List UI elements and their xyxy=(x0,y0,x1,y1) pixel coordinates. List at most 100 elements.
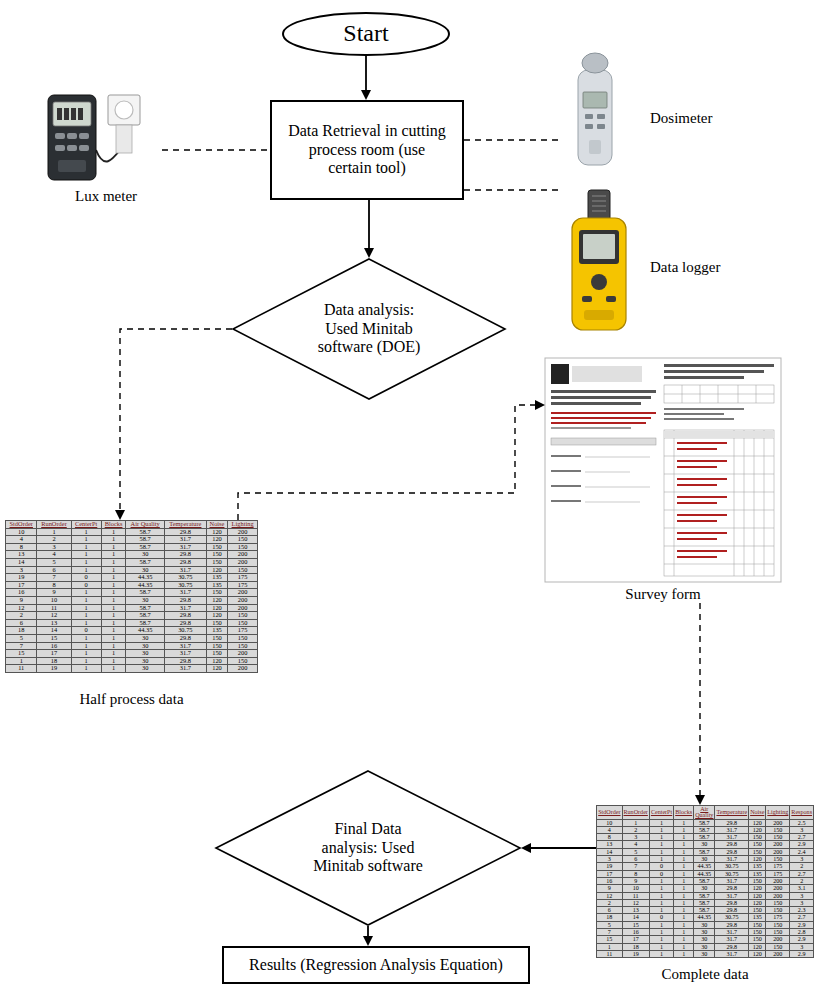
text-area: Data analysis: Used Minitab software (DO… xyxy=(232,258,506,400)
table-row: 1011158.729.8120200 xyxy=(6,528,258,536)
table-cell: 58.7 xyxy=(694,877,715,884)
table-cell: 29.8 xyxy=(164,619,206,627)
table-cell: 58.7 xyxy=(126,619,164,627)
table-cell: 12 xyxy=(622,899,649,906)
table-cell: 4 xyxy=(622,841,649,848)
table-cell: 150 xyxy=(749,841,766,848)
table-cell: 31.7 xyxy=(715,877,749,884)
table-cell: 1 xyxy=(674,848,694,855)
table-cell: 3 xyxy=(790,826,814,833)
column-header: Blocks xyxy=(674,806,694,820)
table-cell: 150 xyxy=(766,921,790,928)
table-cell: 1 xyxy=(71,543,101,551)
table-cell: 1 xyxy=(674,819,694,826)
column-header: Air Quality xyxy=(694,806,715,820)
table-cell: 11 xyxy=(622,892,649,899)
table-cell: 1 xyxy=(71,536,101,544)
table-cell: 1 xyxy=(71,650,101,658)
table-cell: 1 xyxy=(674,929,694,936)
table-cell: 1 xyxy=(674,936,694,943)
table-cell: 0 xyxy=(71,581,101,589)
table-cell: 58.7 xyxy=(694,899,715,906)
figure-caption: Lux meter xyxy=(75,188,137,205)
table-cell: 7 xyxy=(37,574,71,582)
table-cell: 9 xyxy=(6,596,37,604)
table-cell: 58.7 xyxy=(126,543,164,551)
table-cell: 12 xyxy=(6,604,37,612)
table-cell: 29.8 xyxy=(164,634,206,642)
table-cell: 200 xyxy=(228,596,258,604)
table-cell: 29.8 xyxy=(715,885,749,892)
table-cell: 18 xyxy=(597,914,622,921)
table-cell: 8 xyxy=(622,870,649,877)
table-cell: 31.7 xyxy=(164,604,206,612)
table-cell: 1 xyxy=(674,826,694,833)
table-cell: 9 xyxy=(37,589,71,597)
table-cell: 29.8 xyxy=(715,943,749,950)
table-cell: 175 xyxy=(766,863,790,870)
instrument-figure: Dosimeter xyxy=(558,50,758,170)
table-cell: 150 xyxy=(228,634,258,642)
table-row: 421158.731.7120150 xyxy=(6,536,258,544)
table-cell: 150 xyxy=(766,929,790,936)
table-cell: 1 xyxy=(674,914,694,921)
table-row: 515113029.8150150 xyxy=(6,634,258,642)
figure-caption: Survey form xyxy=(545,586,781,603)
table-cell: 175 xyxy=(228,574,258,582)
table-cell: 30 xyxy=(694,885,715,892)
table-cell: 8 xyxy=(597,834,622,841)
table-cell: 29.8 xyxy=(164,612,206,620)
table-cell: 0 xyxy=(649,863,673,870)
result-box: Results (Regression Analysis Equation) xyxy=(222,946,530,984)
text-block: Data analysis: Used Minitab software (DO… xyxy=(308,301,430,356)
table-cell: 1 xyxy=(101,627,126,635)
connector-line xyxy=(120,329,232,512)
connector-line xyxy=(368,200,370,250)
table-cell: 200 xyxy=(766,841,790,848)
table-cell: 29.8 xyxy=(164,528,206,536)
table-cell: 2 xyxy=(790,863,814,870)
table-cell: 31.7 xyxy=(164,566,206,574)
table-row: StdOrderRunOrderCenterPtBlocksAir Qualit… xyxy=(6,521,258,529)
table-cell: 150 xyxy=(749,921,766,928)
table-cell: 19 xyxy=(6,574,37,582)
table-row: 1119113031.7120200 xyxy=(6,665,258,673)
table-cell: 3 xyxy=(6,566,37,574)
arrow-head xyxy=(535,400,545,410)
table-cell: 2.7 xyxy=(790,914,814,921)
table-cell: 10 xyxy=(622,885,649,892)
table-cell: 30 xyxy=(694,856,715,863)
start-terminator: Start xyxy=(282,12,450,56)
table-row: 515113029.81501502.9 xyxy=(597,921,814,928)
column-header: Respons xyxy=(790,806,814,820)
table-cell: 1 xyxy=(101,528,126,536)
table-cell: 15 xyxy=(622,921,649,928)
table-cell: 29.8 xyxy=(164,558,206,566)
table-cell: 30 xyxy=(126,642,164,650)
table-cell: 120 xyxy=(206,665,227,673)
table-cell: 44.35 xyxy=(694,914,715,921)
table-cell: 150 xyxy=(749,929,766,936)
table-row: 12111158.731.7120200 xyxy=(6,604,258,612)
table-row: 716113031.71501502.8 xyxy=(597,929,814,936)
table-cell: 1 xyxy=(71,642,101,650)
table-cell: 5 xyxy=(597,921,622,928)
table-cell: 1 xyxy=(674,943,694,950)
table-cell: 175 xyxy=(766,914,790,921)
table-cell: 9 xyxy=(597,885,622,892)
table-cell: 1 xyxy=(674,841,694,848)
table-cell: 30 xyxy=(126,650,164,658)
table-cell: 3 xyxy=(37,543,71,551)
table-cell: 29.8 xyxy=(715,848,749,855)
table-row: StdOrderRunOrderCenterPtBlocksAir Qualit… xyxy=(597,806,814,820)
table-cell: 58.7 xyxy=(126,612,164,620)
table-cell: 31.7 xyxy=(715,950,749,957)
table-cell: 10 xyxy=(37,596,71,604)
table-cell: 1 xyxy=(101,581,126,589)
table-cell: 1 xyxy=(649,943,673,950)
table-cell: 1 xyxy=(101,642,126,650)
table-cell: 58.7 xyxy=(694,819,715,826)
table-cell: 4 xyxy=(597,826,622,833)
table-cell: 31.7 xyxy=(164,536,206,544)
